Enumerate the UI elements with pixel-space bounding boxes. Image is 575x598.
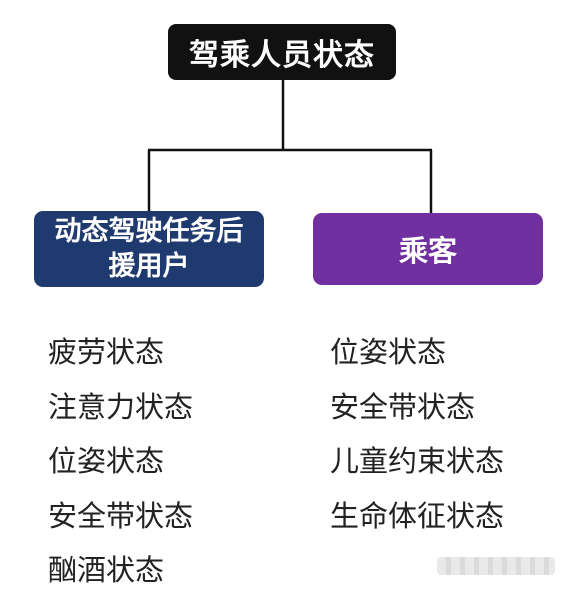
branch-node-fallback-user: 动态驾驶任务后援用户 — [34, 211, 264, 287]
list-item: 生命体征状态 — [330, 498, 505, 533]
list-item: 安全带状态 — [48, 498, 194, 533]
root-node-driver-passenger-state: 驾乘人员状态 — [168, 24, 396, 80]
blurred-watermark — [437, 557, 555, 575]
list-item: 位姿状态 — [48, 444, 165, 478]
list-item: 位姿状态 — [330, 335, 447, 369]
list-item: 疲劳状态 — [48, 335, 165, 369]
list-item: 注意力状态 — [48, 389, 194, 424]
branch-node-fallback-user-label: 动态驾驶任务后援用户 — [54, 216, 244, 282]
branch-node-passenger-label: 乘客 — [398, 234, 457, 268]
root-node-label: 驾乘人员状态 — [189, 38, 375, 73]
list-item: 酗酒状态 — [48, 553, 165, 587]
list-item: 安全带状态 — [330, 389, 476, 424]
branch-node-passenger: 乘客 — [313, 213, 543, 285]
fallback-user-state-list: 疲劳状态 注意力状态 位姿状态 安全带状态 酗酒状态 — [48, 325, 193, 598]
passenger-state-list: 位姿状态 安全带状态 儿童约束状态 生命体征状态 — [330, 325, 504, 543]
list-item: 儿童约束状态 — [330, 444, 505, 478]
